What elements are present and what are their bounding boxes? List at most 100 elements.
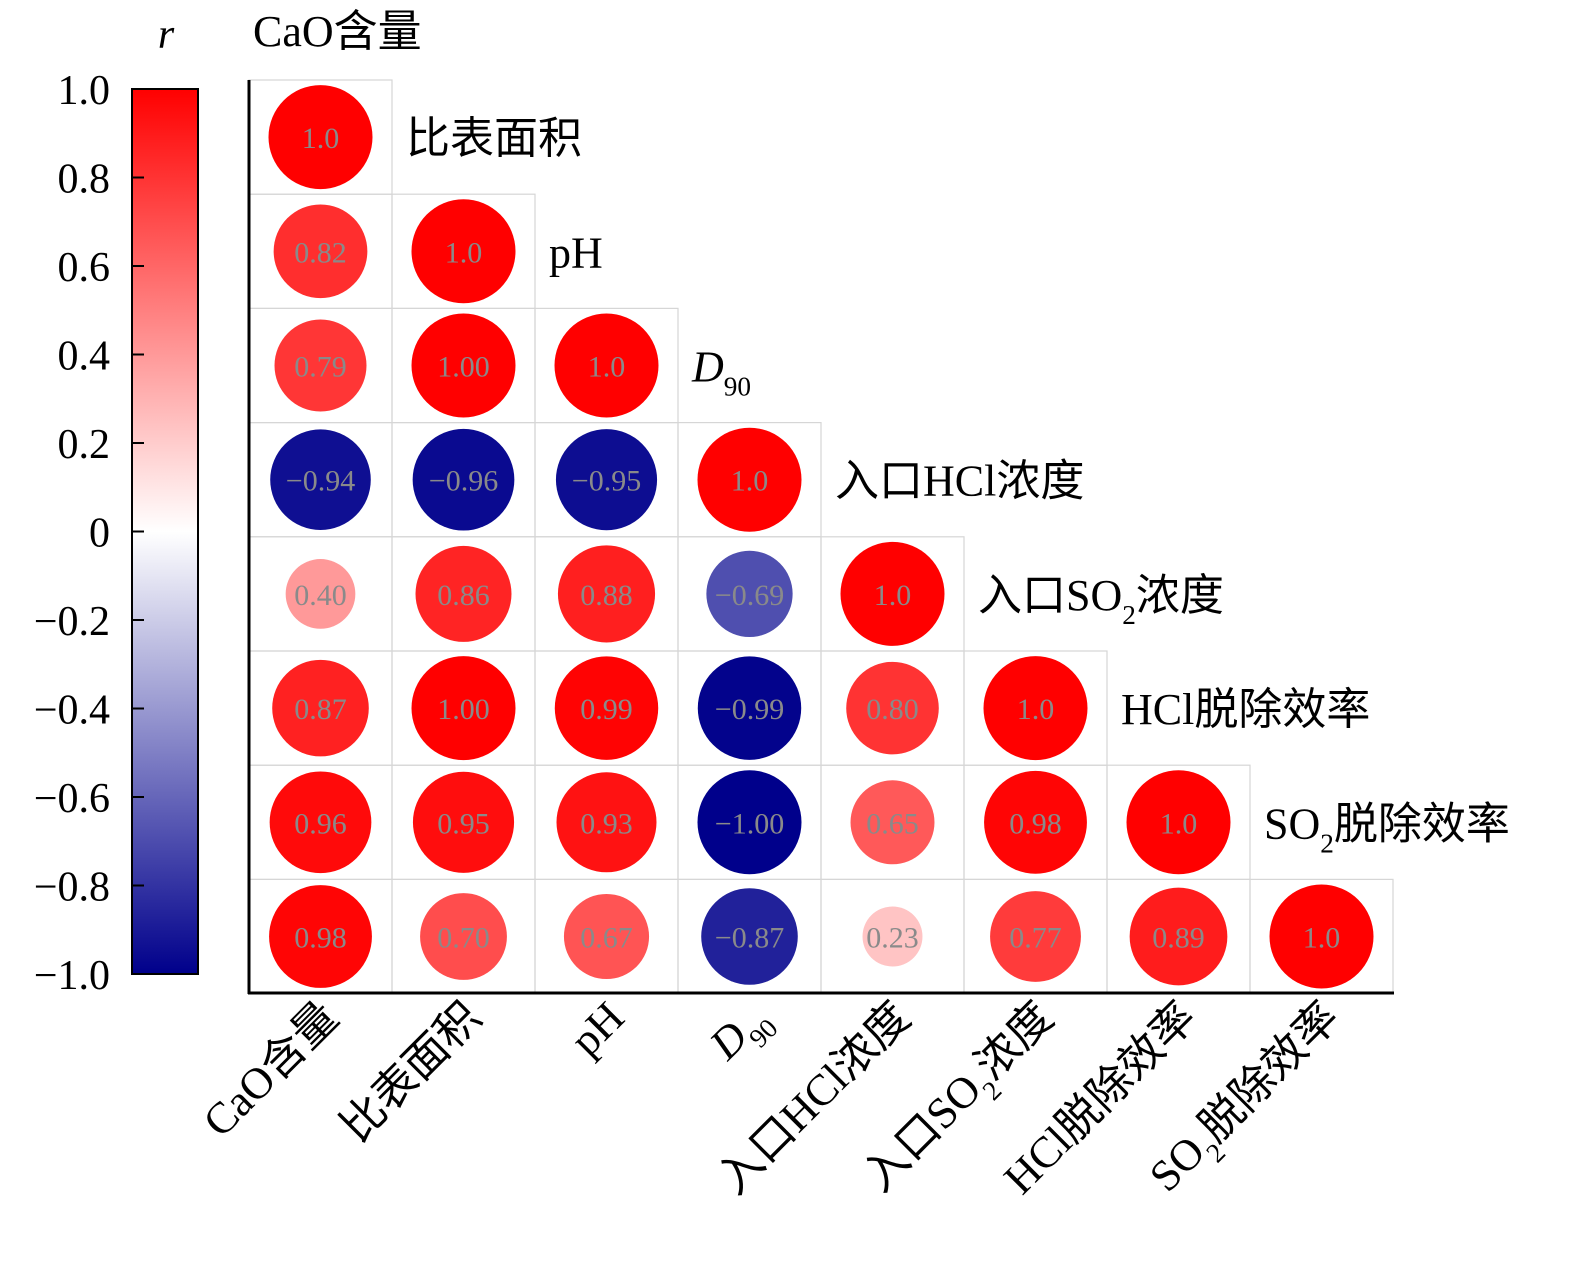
correlation-value: 1.0 xyxy=(731,465,769,498)
row-label: CaO含量 xyxy=(253,7,422,56)
correlation-value: 0.82 xyxy=(294,236,347,269)
correlation-value: 0.98 xyxy=(294,922,347,955)
correlation-circle xyxy=(554,313,659,418)
row-label: D90 xyxy=(691,343,751,402)
correlation-circle xyxy=(555,429,658,531)
correlation-value: 1.0 xyxy=(874,579,912,612)
matrix-grid xyxy=(248,79,1394,995)
correlation-value: −0.69 xyxy=(715,579,784,612)
correlation-value: 1.00 xyxy=(437,693,490,726)
correlation-value: 0.65 xyxy=(866,807,919,840)
row-label: 入口SO2浓度 xyxy=(978,571,1224,630)
correlation-value: 1.0 xyxy=(445,236,483,269)
colorbar-tick-label: 1.0 xyxy=(58,68,111,114)
row-label: pH xyxy=(549,228,603,277)
correlation-value: 0.80 xyxy=(866,693,919,726)
correlation-value: 0.96 xyxy=(294,807,347,840)
column-label: 比表面积 xyxy=(331,992,490,1151)
row-label: HCl脱除效率 xyxy=(1121,685,1370,734)
correlation-value: 1.0 xyxy=(1303,922,1341,955)
correlation-value: −1.00 xyxy=(715,807,784,840)
correlation-value: −0.87 xyxy=(715,922,784,955)
correlation-circle xyxy=(412,771,515,873)
correlation-circle xyxy=(270,429,371,530)
correlation-value: −0.96 xyxy=(429,465,498,498)
correlation-circle xyxy=(697,770,802,875)
correlation-circle xyxy=(268,85,373,190)
correlation-circle xyxy=(850,780,935,865)
correlation-circle xyxy=(285,559,356,629)
correlation-value: 0.40 xyxy=(294,579,347,612)
colorbar-tick-label: −1.0 xyxy=(34,953,110,999)
row-label: 比表面积 xyxy=(406,114,582,163)
correlation-value: 0.99 xyxy=(580,693,633,726)
correlation-value: 0.88 xyxy=(580,579,633,612)
correlation-value: −0.99 xyxy=(715,693,784,726)
correlation-value: 1.0 xyxy=(1017,693,1055,726)
correlation-circle xyxy=(984,770,1087,874)
column-label: pH xyxy=(561,992,634,1065)
correlation-circle xyxy=(415,545,512,642)
colorbar-tick-label: 0 xyxy=(89,511,110,557)
correlation-value: 0.23 xyxy=(866,922,919,955)
colorbar-tick-label: −0.4 xyxy=(34,688,110,734)
correlation-circle xyxy=(1129,887,1228,986)
correlation-circle xyxy=(411,199,516,304)
correlation-circle xyxy=(1269,884,1374,989)
correlation-value: −0.95 xyxy=(572,465,641,498)
correlation-circle xyxy=(269,771,372,874)
colorbar-tick-label: 0.2 xyxy=(58,422,111,468)
colorbar-tick-label: 0.8 xyxy=(58,157,111,203)
correlation-circle xyxy=(411,656,516,761)
correlation-circle xyxy=(706,550,793,638)
correlation-circle xyxy=(412,428,515,531)
correlation-circle xyxy=(411,313,516,418)
correlation-value: 0.79 xyxy=(294,351,347,384)
correlation-value: 1.0 xyxy=(588,351,626,384)
correlation-circle xyxy=(554,656,659,760)
colorbar-tick-label: 0.4 xyxy=(58,334,111,380)
colorbar-tick-label: −0.6 xyxy=(34,776,110,822)
correlation-value: 1.0 xyxy=(1160,807,1198,840)
colorbar-title: r xyxy=(158,12,175,58)
correlation-value: 0.70 xyxy=(437,922,490,955)
correlation-circle xyxy=(840,541,945,646)
correlation-circle xyxy=(701,888,798,985)
correlation-value: 0.67 xyxy=(580,922,633,955)
row-label: SO2脱除效率 xyxy=(1264,799,1510,858)
correlation-value: 1.00 xyxy=(437,351,490,384)
correlation-value: −0.94 xyxy=(286,465,355,498)
colorbar-tick-label: −0.2 xyxy=(34,599,110,645)
correlation-circle xyxy=(556,772,657,873)
correlation-value: 0.95 xyxy=(437,807,490,840)
colorbar: r 1.00.80.60.40.20−0.2−0.4−0.6−0.8−1.0 xyxy=(34,12,199,999)
column-label: D90 xyxy=(699,992,783,1076)
matrix-circles xyxy=(268,85,1374,989)
correlation-circle xyxy=(1126,770,1231,875)
correlation-value: 0.98 xyxy=(1009,807,1062,840)
correlation-circle xyxy=(862,906,923,967)
correlation-circle xyxy=(273,204,368,299)
correlation-value: 0.89 xyxy=(1152,922,1205,955)
correlation-circle xyxy=(846,661,939,755)
correlation-circle xyxy=(983,656,1088,761)
colorbar-tick-label: −0.8 xyxy=(34,865,110,911)
correlation-circle xyxy=(272,659,369,757)
correlation-circle xyxy=(420,893,507,980)
correlation-circle xyxy=(269,885,372,988)
colorbar-ticks: 1.00.80.60.40.20−0.2−0.4−0.6−0.8−1.0 xyxy=(34,68,144,999)
correlation-circle xyxy=(990,891,1081,982)
correlation-value: 0.77 xyxy=(1009,922,1062,955)
correlation-circle xyxy=(697,427,802,532)
column-label: CaO含量 xyxy=(194,992,348,1146)
correlation-value: 0.86 xyxy=(437,579,490,612)
correlation-value: 0.93 xyxy=(580,807,633,840)
row-label: 入口HCl浓度 xyxy=(835,457,1084,506)
correlation-circle xyxy=(697,656,802,760)
correlation-circle xyxy=(557,545,656,643)
correlation-circle xyxy=(563,893,650,980)
correlation-circle xyxy=(274,319,367,412)
